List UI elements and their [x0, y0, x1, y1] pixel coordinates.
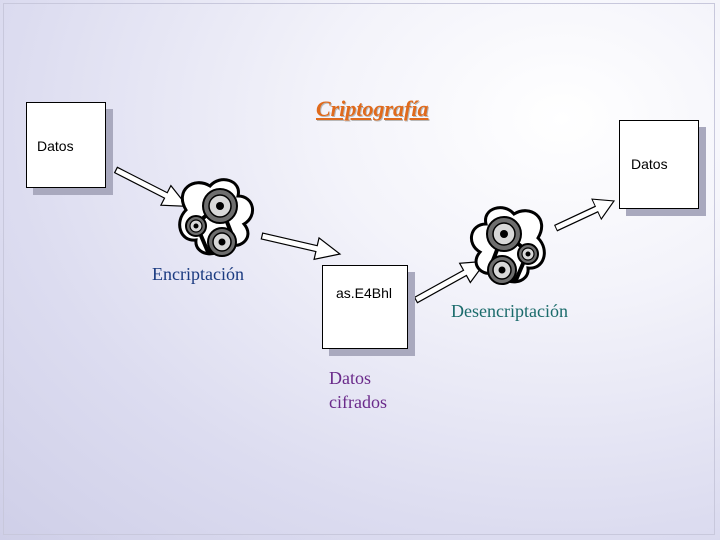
cipher-data-text: as.E4Bhl	[336, 285, 393, 301]
output-data-box: Datos	[619, 120, 699, 209]
cipher-caption: Datos cifrados	[329, 366, 387, 414]
arrow-input-to-encrypt	[110, 159, 193, 217]
slide-frame	[3, 3, 715, 535]
cipher-data-box: as.E4Bhl	[322, 265, 408, 349]
input-data-label: Datos	[37, 138, 74, 154]
output-data-label: Datos	[631, 156, 668, 172]
page-title: Criptografía	[316, 96, 429, 121]
encrypt-label: Encriptación	[152, 264, 244, 284]
decrypt-gears-icon	[469, 205, 547, 286]
encrypt-gears-icon	[177, 177, 255, 258]
decrypt-label: Desencriptación	[451, 301, 568, 321]
input-data-box: Datos	[26, 102, 106, 188]
arrow-decrypt-to-output	[550, 190, 620, 239]
cipher-caption-line-2: cifrados	[329, 392, 387, 412]
cipher-caption-line-1: Datos	[329, 368, 371, 388]
arrow-encrypt-to-cipher	[258, 224, 344, 266]
